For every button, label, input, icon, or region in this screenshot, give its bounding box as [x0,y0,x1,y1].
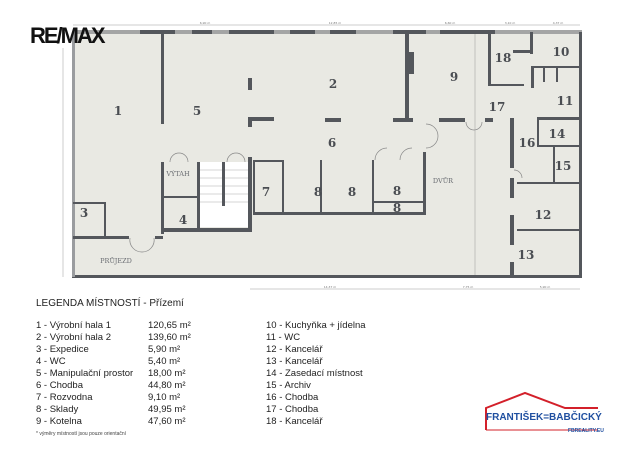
legend-item: 14 - Zasedací místnost [266,368,363,379]
room-area: 5,40 m² [148,356,181,367]
dimension-label: 14,37 m [324,285,337,289]
legend-item: 12 - Kancelář [266,344,323,355]
legend-item: 1 - Výrobní hala 1 120,65 m² [36,320,191,332]
room-4-label: 4 [179,213,187,227]
legend-item: 16 - Chodba [266,392,319,403]
room-area: 44,80 m² [148,380,186,391]
legend-item: 2 - Výrobní hala 2 139,60 m² [36,332,191,344]
elevator-label: VÝTAH [165,169,190,178]
room-name: 2 - Výrobní hala 2 [36,332,111,343]
legend-item: 9 - Kotelna 47,60 m² [36,416,191,428]
room-area: 120,65 m² [148,320,191,331]
room-6-label: 6 [328,136,336,150]
dimension-label: 7,75 m [463,285,474,289]
legend-item: 4 - WC 5,40 m² [36,356,191,368]
legend-item: 13 - Kancelář [266,356,323,367]
legend-item: 10 - Kuchyňka + jídelna [266,320,366,331]
dimension-label: 6,90 m [200,21,211,25]
room-9-label: 9 [450,70,458,84]
room-name: 5 - Manipulační prostor [36,368,134,379]
room-area: 47,60 m² [148,416,186,427]
room-name: 9 - Kotelna [36,416,82,427]
room-3-label: 3 [80,206,88,220]
room-area: 5,90 m² [148,344,181,355]
room-5-label: 5 [193,104,201,118]
legend-item: 15 - Archiv [266,380,311,391]
room-14-label: 14 [549,127,566,141]
room-name: 7 - Rozvodna [36,392,93,403]
room-name: 3 - Expedice [36,344,89,355]
staircase [200,169,248,203]
room-18-label: 18 [495,51,512,65]
room-13-label: 13 [518,248,535,262]
legend-item: 6 - Chodba 44,80 m² [36,380,191,392]
agency-logo-roof [485,391,598,430]
dimension-label: 3,10 m [505,21,516,25]
room-12-label: 12 [535,208,552,222]
room-7-label: 7 [262,185,270,199]
room-8-label: 8 [348,185,356,199]
doors [129,121,523,253]
dimension-label: 4,37 m [553,21,564,25]
passage-label: PRŮJEZD [100,256,132,265]
dimension-label: 6,60 m [445,21,456,25]
room-name: 8 - Sklady [36,404,79,415]
dimension-label: 12,85 m [329,21,342,25]
room-area: 139,60 m² [148,332,191,343]
room-15-label: 15 [555,159,572,173]
room-17-label: 17 [489,100,506,114]
room-2-label: 2 [329,77,337,91]
room-11-label: 11 [557,94,574,108]
legend-item: 18 - Kancelář [266,416,323,427]
legend-item: 11 - WC [266,332,301,343]
legend-item: 7 - Rozvodna 9,10 m² [36,392,191,404]
legend-item: 5 - Manipulační prostor 18,00 m² [36,368,191,380]
dimension-lines [62,24,580,290]
room-8-label: 8 [393,184,401,198]
dimension-label: 5,90 m [540,285,551,289]
agency-website: FBREALITY.EU [568,428,604,434]
remax-logo: RE/MAX [30,23,106,48]
walls [72,30,582,278]
legend-item: 17 - Chodba [266,404,319,415]
room-area: 18,00 m² [148,368,186,379]
room-name: 6 - Chodba [36,380,84,391]
agency-logo-text: FRANTIŠEK=BABČICKÝ [486,412,602,423]
room-area: 49,95 m² [148,404,186,415]
legend-item: 3 - Expedice 5,90 m² [36,344,191,356]
room-10-label: 10 [553,45,570,59]
room-8-label: 8 [314,185,322,199]
yard-label: DVŮR [433,176,454,185]
room-8-label: 8 [393,201,401,215]
area-note: * výměry místností jsou pouze orientační [36,431,127,437]
legend-item: 8 - Sklady 49,95 m² [36,404,191,416]
room-16-label: 16 [519,136,536,150]
room-area: 9,10 m² [148,392,181,403]
room-name: 1 - Výrobní hala 1 [36,320,111,331]
room-name: 4 - WC [36,356,66,367]
legend-left: 1 - Výrobní hala 1 120,65 m² 2 - Výrobní … [36,320,191,428]
room-1-label: 1 [114,104,122,118]
legend-title: LEGENDA MÍSTNOSTÍ - Přízemí [36,298,184,309]
legend-right: 10 - Kuchyňka + jídelna 11 - WC 12 - Kan… [266,320,366,428]
floor-area [73,32,581,277]
